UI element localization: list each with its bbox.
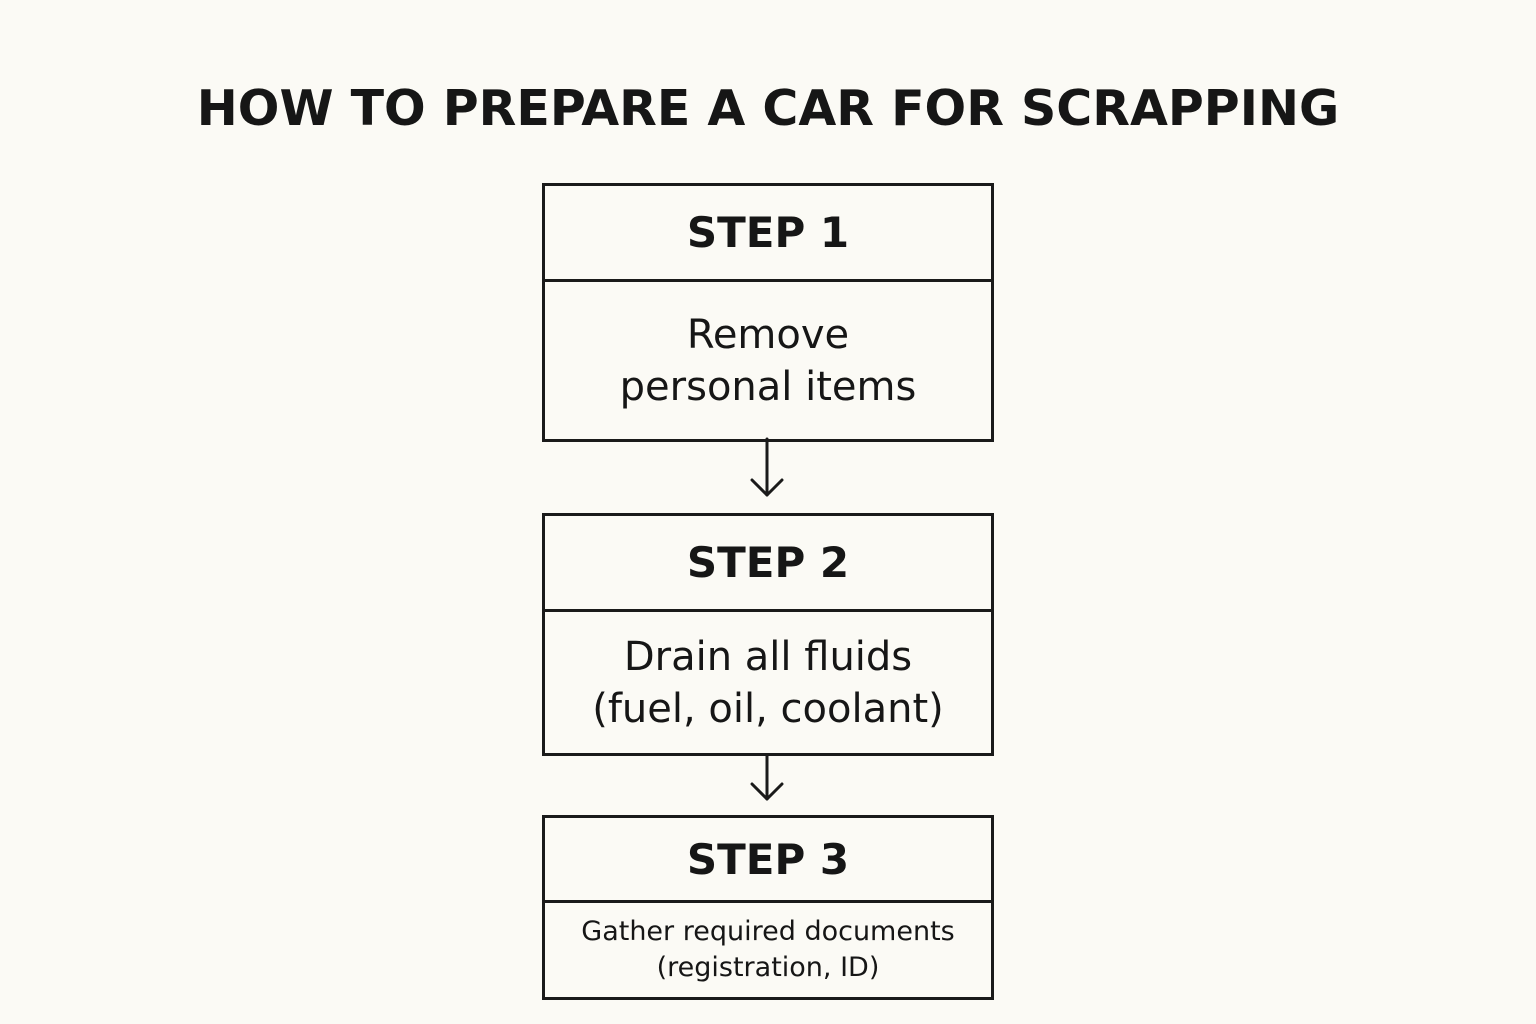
step-1-line-2: personal items [619, 363, 917, 410]
step-3-label: STEP 3 [545, 818, 991, 903]
step-2-box: STEP 2 Drain all fluids (fuel, oil, cool… [542, 513, 994, 756]
step-1-label: STEP 1 [545, 186, 991, 282]
step-2-line-1: Drain all fluids [623, 633, 913, 680]
arrow-step-1-to-2 [750, 437, 784, 497]
diagram-title: HOW TO PREPARE A CAR FOR SCRAPPING [196, 80, 1340, 137]
step-3-line-1: Gather required documents [581, 916, 955, 947]
step-1-description: Remove personal items [545, 282, 991, 439]
step-2-description: Drain all fluids (fuel, oil, coolant) [545, 612, 991, 753]
step-2-line-2: (fuel, oil, coolant) [592, 685, 944, 732]
step-3-line-2: (registration, ID) [656, 952, 880, 983]
arrow-step-2-to-3 [750, 751, 784, 801]
step-1-box: STEP 1 Remove personal items [542, 183, 994, 442]
step-1-line-1: Remove [686, 311, 850, 358]
step-2-label: STEP 2 [545, 516, 991, 612]
step-3-description: Gather required documents (registration,… [545, 903, 991, 997]
step-3-box: STEP 3 Gather required documents (regist… [542, 815, 994, 1000]
